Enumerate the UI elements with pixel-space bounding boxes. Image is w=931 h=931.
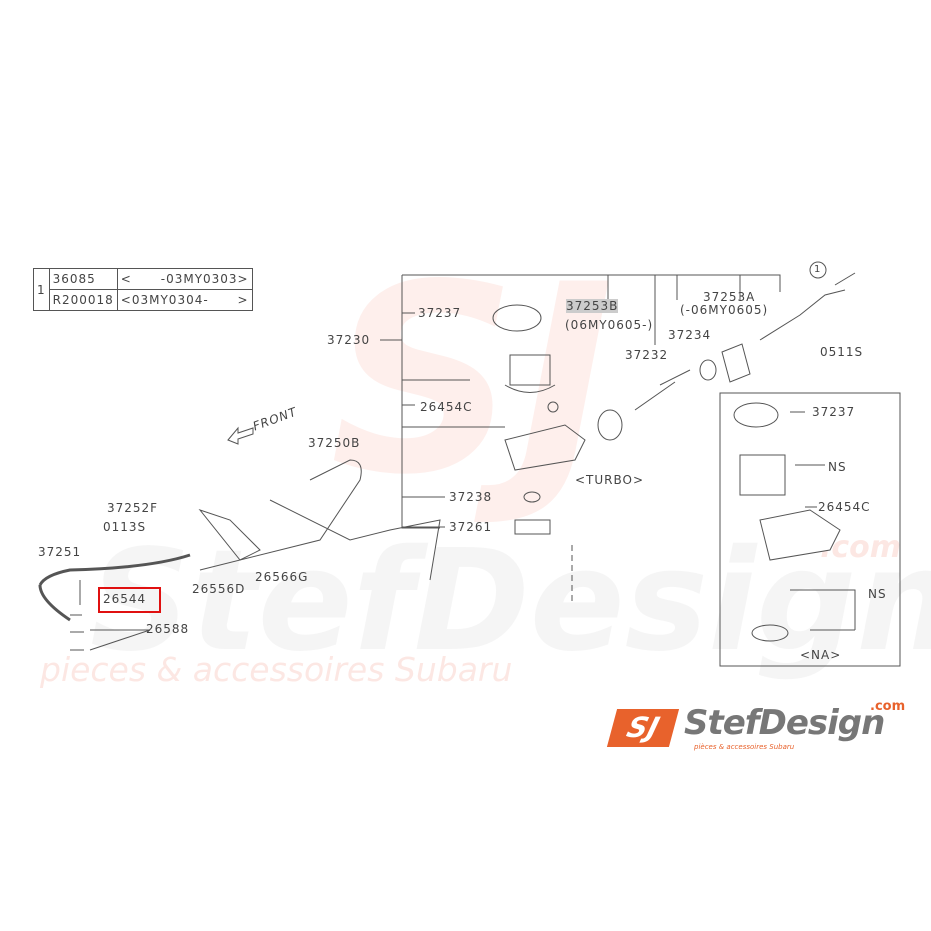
highlight-box [98,587,161,613]
na-leaders [790,411,856,631]
logo-brand: StefDesign [684,703,885,743]
reservoir [504,354,556,393]
na-box-frame [719,392,901,667]
part-label[interactable]: 26556D [192,582,246,596]
watermark-domain: .com [820,530,902,565]
applicability-table: 1 36085 < -03MY0303> R200018 <03MY0304- … [33,268,253,311]
part-label[interactable]: 37250B [308,436,361,450]
part-label[interactable]: 0511S [820,345,864,359]
part-label[interactable]: 26454C [420,400,473,414]
na-cap-bottom [751,624,789,642]
variant-caption: <TURBO> [575,473,645,487]
leader-26588 [89,629,151,651]
watermark-tagline: pieces & accessoires Subaru [40,650,513,689]
logo-domain: .com [870,699,906,714]
cap-37261 [514,519,551,535]
part-label[interactable]: 37230 [327,333,371,347]
bracket-37252F [198,508,261,561]
part-label[interactable]: 37237 [812,405,856,419]
part-label[interactable]: 37252F [107,501,159,515]
variant-caption: <NA> [800,648,842,662]
ref-marker: 1 [814,264,822,275]
part-label[interactable]: 37253A [703,290,756,304]
table-cell-range: < -03MY0303> [116,268,253,290]
part-label[interactable]: 37251 [38,545,82,559]
part-label: NS [828,460,847,474]
part-label[interactable]: 37261 [449,520,493,534]
part-range: (-06MY0605) [680,303,769,317]
hose-37251 [38,553,191,622]
na-cap [733,402,779,428]
part-range: (06MY0605-) [565,318,654,332]
master-cylinder [504,424,586,471]
ref-circle [809,261,827,279]
part-label[interactable]: 0113S [103,520,147,534]
part-label[interactable]: 37234 [668,328,712,342]
watermark-sj-mark: SJ [330,230,614,532]
washer-37238 [523,491,541,503]
ref-marker: 1 [33,268,50,311]
logo-mark: SJ [606,709,680,747]
table-cell-range: <03MY0304- > [116,289,253,311]
ring-37234 [699,359,717,381]
front-arrow [227,426,254,445]
part-label[interactable]: 26454C [818,500,871,514]
push-rod [759,289,846,341]
part-label[interactable]: 37253B [566,299,619,313]
part-label[interactable]: 26588 [146,622,190,636]
table-cell-part: R200018 [48,289,118,311]
direction-arrow [834,272,856,286]
stefdesign-logo: SJ StefDesign .com pièces & accessoires … [606,699,917,755]
part-label[interactable]: 37238 [449,490,493,504]
bolt-washers [70,580,84,651]
pipe-37250B [199,459,441,581]
na-cylinder [739,454,841,561]
part-label[interactable]: 37237 [418,306,462,320]
reservoir-cap [492,304,542,332]
part-label: NS [868,587,887,601]
part-label[interactable]: 26566G [255,570,309,584]
part-label-highlighted[interactable]: 26544 [103,592,147,606]
table-cell-part: 36085 [48,268,118,290]
grommet [547,401,559,413]
seal-ring [597,409,623,441]
spring [634,369,691,411]
boot [721,343,751,383]
logo-tagline: pièces & accessoires Subaru [694,743,795,751]
part-label[interactable]: 37232 [625,348,669,362]
